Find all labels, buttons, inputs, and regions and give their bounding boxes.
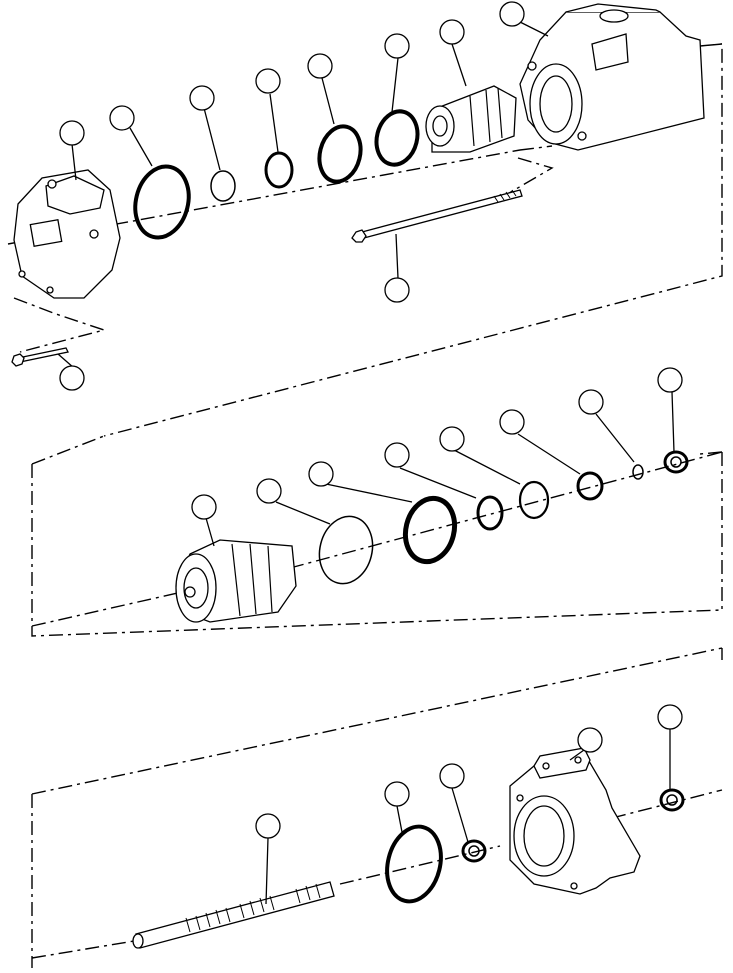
bottom-callouts [255, 704, 683, 839]
spool-washer [576, 471, 604, 501]
callout-bubble [657, 704, 683, 730]
spool-body [175, 539, 297, 623]
pump-housing [509, 747, 641, 895]
callout-bubble [439, 763, 465, 789]
callout-bubble [439, 426, 465, 452]
large-o-ring [133, 164, 191, 240]
spool-heavy-ring [402, 495, 458, 565]
callout-bubble [109, 105, 135, 131]
main-housing [519, 3, 705, 151]
bottom-frame-outline [31, 647, 723, 968]
callout-bubble [384, 781, 410, 807]
top-bolt-leader [13, 297, 107, 353]
callout-bubble [384, 277, 410, 303]
middle-assembly [31, 367, 723, 637]
callout-bubble [577, 727, 603, 753]
middle-frame-outline [31, 435, 723, 637]
callout-bubble [578, 389, 604, 415]
tie-rod [351, 189, 523, 243]
callout-bubble [255, 68, 281, 94]
callout-bubble [499, 409, 525, 435]
spool-large-ring [318, 515, 374, 585]
callout-bubble [255, 813, 281, 839]
cap-bolt [11, 347, 69, 367]
callout-bubble [384, 442, 410, 468]
middle-leaders [205, 391, 675, 547]
callout-bubble [308, 461, 334, 487]
middle-centerline [31, 451, 723, 627]
bottom-leaders [265, 728, 671, 905]
spool-nut [663, 450, 689, 474]
small-o-ring-1 [210, 170, 236, 202]
top-rod-leader [503, 157, 554, 197]
spool-tiny-ring [632, 464, 644, 480]
top-leaders [57, 21, 549, 369]
callout-bubble [256, 478, 282, 504]
shaft-o-ring [385, 824, 443, 904]
callout-bubble [499, 1, 525, 27]
drive-shaft [132, 881, 335, 949]
callout-bubble [384, 33, 410, 59]
middle-callouts [191, 367, 683, 520]
end-cap-housing [13, 169, 121, 299]
backup-ring [374, 109, 420, 167]
spool-small-ring-1 [476, 495, 504, 531]
medium-o-ring [317, 124, 363, 184]
bottom-centerline [31, 789, 723, 959]
callout-bubble [189, 85, 215, 111]
shaft-seal [461, 839, 487, 863]
top-assembly [7, 1, 723, 437]
callout-bubble [657, 367, 683, 393]
top-callouts [59, 1, 525, 391]
spool-small-ring-2 [518, 480, 550, 520]
bottom-assembly [31, 647, 723, 968]
callout-bubble [59, 365, 85, 391]
top-frame-outline [103, 43, 723, 437]
pump-washer [659, 788, 685, 812]
callout-bubble [307, 53, 333, 79]
callout-bubble [191, 494, 217, 520]
callout-bubble [59, 120, 85, 146]
callout-bubble [439, 19, 465, 45]
valve-cartridge [425, 85, 517, 153]
small-o-ring-2 [264, 151, 294, 189]
